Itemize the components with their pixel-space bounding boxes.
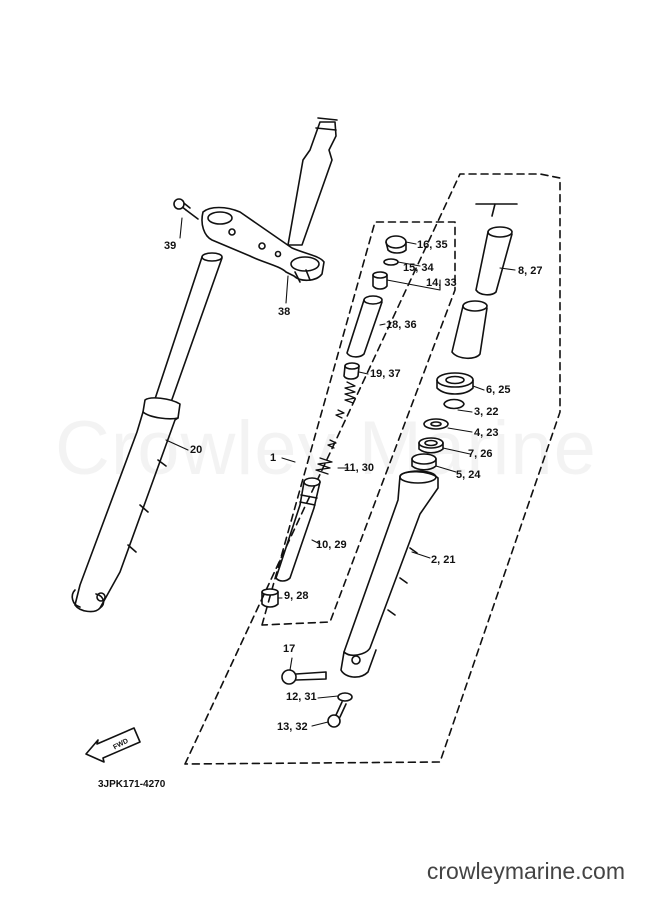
leader-lines [165,217,516,727]
label-18-36: 18, 36 [386,319,417,331]
assembly-boundary-outer [184,173,561,765]
label-9-28: 9, 28 [284,590,309,602]
label-8-27: 8, 27 [518,265,543,277]
damper-rod-10 [275,477,321,582]
dust-boot-8 [475,203,518,296]
bolt-17 [281,669,327,685]
label-15-34: 15, 34 [403,262,434,274]
fwd-arrow [85,727,141,763]
part-14 [372,271,388,290]
steering-stem-bracket [201,117,338,283]
label-7-26: 7, 26 [468,448,493,460]
part-5 [411,453,437,471]
part-7 [418,437,444,454]
cap-16 [385,235,407,249]
assembly-boundary-inner [261,221,456,626]
fork-spring [315,381,356,475]
site-watermark: crowleymarine.com [426,858,625,884]
label-6-25: 6, 25 [486,384,511,396]
cap-16-body [385,241,407,254]
diagram-code: 3JPK171-4270 [98,779,166,790]
label-1: 1 [270,452,277,464]
left-fork-leg [71,252,223,613]
label-39: 39 [164,240,177,252]
bolt-13 [327,701,347,728]
oil-seal-6 [436,372,474,395]
o-ring-15 [383,258,399,266]
label-19-37: 19, 37 [370,368,401,380]
part-9 [261,588,279,608]
label-10-29: 10, 29 [316,539,347,551]
label-3-22: 3, 22 [474,406,499,418]
outer-tube-2 [340,470,439,678]
label-14-33: 14, 33 [426,277,457,289]
circlip-3 [443,398,465,410]
part-19 [343,362,360,380]
spacer-tube-18 [346,295,383,358]
washer-4 [423,418,449,430]
label-11-30: 11, 30 [344,462,374,474]
label-5-24: 5, 24 [456,469,481,481]
label-12-31: 12, 31 [286,691,317,703]
label-4-23: 4, 23 [474,427,499,439]
label-13-32: 13, 32 [277,721,308,733]
bolt-39 [173,198,199,220]
washer-12 [337,692,353,702]
label-17: 17 [283,643,296,655]
label-2-21: 2, 21 [431,554,456,566]
label-38: 38 [278,306,291,318]
watermark: Crowley Marine [55,405,597,492]
label-20: 20 [190,444,203,456]
inner-tube-upper [451,300,488,360]
label-16-35: 16, 35 [417,239,448,251]
